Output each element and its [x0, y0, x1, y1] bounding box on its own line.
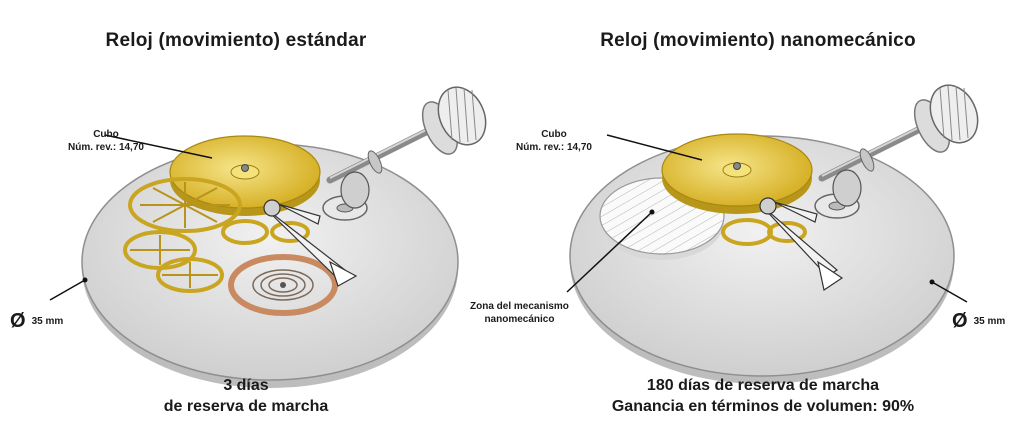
balance-wheel	[228, 254, 338, 316]
zone-leader-line	[566, 211, 653, 293]
crown-and-stem	[818, 84, 979, 182]
nanomechanical-movement-panel: Reloj (movimiento) nanomecánico	[470, 0, 1024, 441]
click-wheels	[814, 169, 862, 219]
diameter-leader-line	[931, 281, 968, 303]
nanomechanical-zone-label: Zona del mecanismo nanomecánico	[470, 301, 569, 325]
standard-movement-illustration	[49, 86, 487, 388]
gear-train	[721, 218, 807, 246]
hub-barrel	[661, 133, 813, 214]
standard-caption: 3 días de reserva de marcha	[163, 377, 329, 415]
click-wheels	[322, 171, 370, 221]
hub-leader-line	[104, 134, 213, 159]
diameter-value: 35 mm	[31, 316, 64, 327]
watch-hands	[759, 197, 844, 291]
hub-barrel	[169, 135, 321, 216]
diameter-symbol: Ø	[10, 310, 26, 332]
standard-title: Reloj (movimiento) estándar	[105, 30, 367, 51]
nanomechanical-title: Reloj (movimiento) nanomecánico	[600, 30, 916, 51]
nanomechanical-movement-illustration	[566, 84, 979, 384]
hub-label: Cubo Núm. rev.: 14,70	[68, 129, 144, 153]
standard-movement-panel: Reloj (movimiento) estándar	[10, 30, 487, 415]
hub-leader-line	[606, 134, 703, 161]
crown-and-stem	[326, 86, 487, 184]
diameter-symbol: Ø	[952, 310, 968, 332]
hub-label: Cubo Núm. rev.: 14,70	[516, 129, 592, 153]
nanomechanical-caption: 180 días de reserva de marcha Ganancia e…	[611, 377, 915, 415]
gear-train	[123, 177, 310, 293]
watch-hands	[263, 199, 358, 287]
diameter-value: 35 mm	[973, 316, 1006, 327]
diameter-leader-line	[49, 279, 86, 301]
diameter-label: Ø 35 mm	[10, 310, 63, 333]
diameter-label: Ø 35 mm	[952, 310, 1005, 333]
